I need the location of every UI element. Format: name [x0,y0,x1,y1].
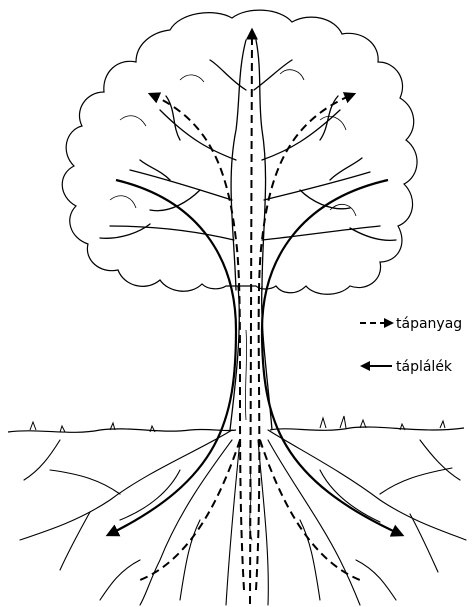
dashed-arrow-upper-left [150,94,244,590]
legend-item-solid: táplálék [362,359,453,375]
dashed-arrow-upper-right [256,94,354,590]
solid-arrow-right [262,180,402,535]
tree-branches [100,40,396,290]
legend-item-dashed: tápanyag [360,316,462,332]
dashed-arrow-lower-right [260,440,360,580]
legend: tápanyag táplálék [360,316,462,375]
tree-canopy [62,10,417,294]
legend-label-dashed: tápanyag [396,316,462,332]
ground-line [8,427,464,432]
legend-label-solid: táplálék [396,359,453,375]
tree-roots [20,430,466,605]
dashed-arrow-up [250,30,252,604]
canopy-texture [110,70,356,216]
solid-arrow-left [108,180,236,535]
solid-flow-arrows [108,180,402,535]
grass-tufts [30,416,445,432]
dashed-arrow-lower-left [140,440,240,580]
